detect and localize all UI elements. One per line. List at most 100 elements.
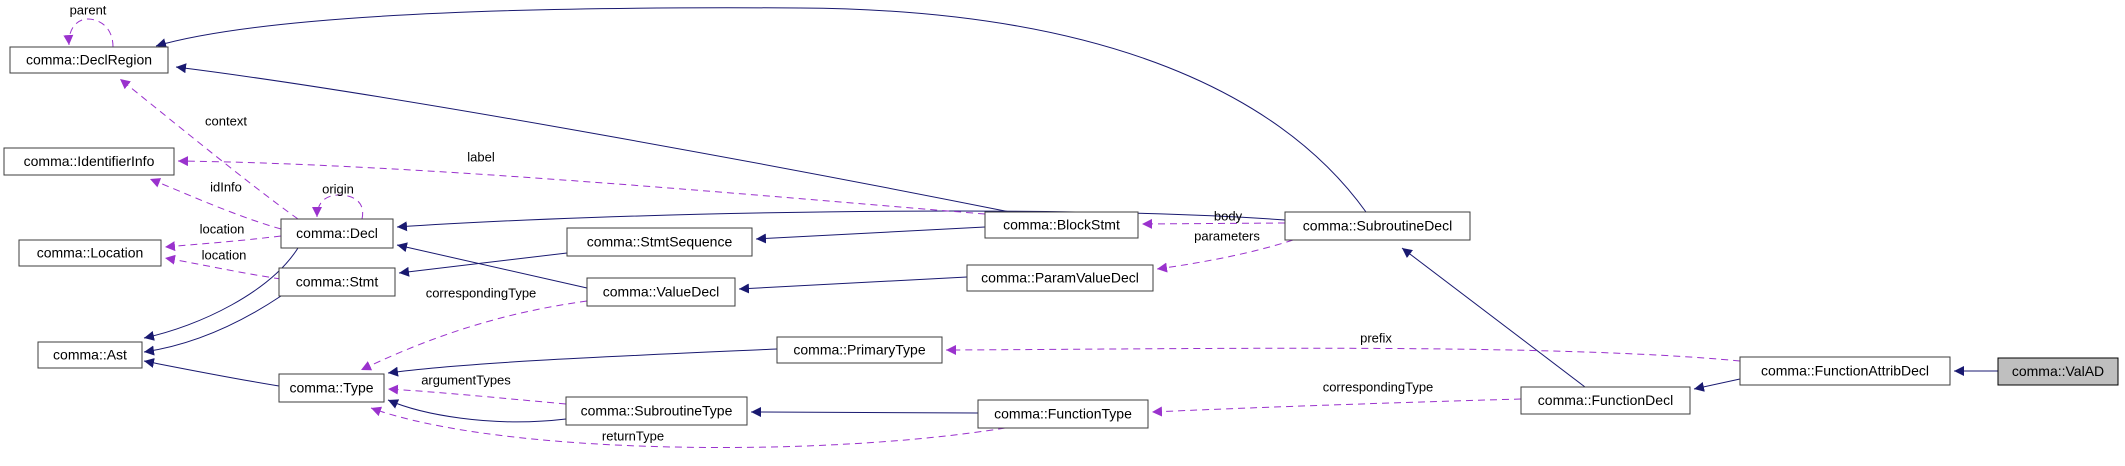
node-subroutinedecl[interactable]: comma::SubroutineDecl (1284, 211, 1471, 241)
node-box-identifierinfo[interactable] (3, 147, 175, 176)
edge-decl-to-ast (143, 247, 299, 341)
node-ast[interactable]: comma::Ast (37, 341, 143, 369)
edge-label-prefix: prefix (1360, 330, 1392, 345)
edge-label-body: body (1214, 208, 1243, 223)
edge-subroutinetype-to-type-argumentTypes (387, 384, 567, 405)
node-box-valad (1997, 357, 2119, 386)
edge-label-label: label (467, 149, 495, 164)
node-declregion[interactable]: comma::DeclRegion (9, 46, 169, 74)
node-box-paramvaluedecl[interactable] (966, 264, 1154, 292)
edge-paramvaluedecl-to-valuedecl (738, 276, 968, 294)
edge-decl-to-location-location (164, 235, 282, 252)
node-box-functionattribdecl[interactable] (1739, 356, 1951, 386)
edge-stmtsequence-to-stmt (398, 252, 568, 277)
edge-blockstmt-to-identifierinfo-label (177, 156, 986, 215)
node-box-decl[interactable] (280, 218, 394, 249)
node-valuedecl[interactable]: comma::ValueDecl (586, 277, 736, 307)
node-type[interactable]: comma::Type (278, 373, 385, 403)
edge-functiondecl-to-functiontype-correspondingType (1151, 398, 1522, 417)
node-label-functionattribdecl: comma::FunctionAttribDecl (1761, 363, 1929, 379)
edge-decl-to-identifierinfo-idInfo (149, 178, 282, 230)
node-primarytype[interactable]: comma::PrimaryType (776, 336, 943, 364)
node-label-primarytype: comma::PrimaryType (793, 342, 925, 358)
node-valad: comma::ValAD (1997, 357, 2119, 386)
node-blockstmt[interactable]: comma::BlockStmt (984, 211, 1139, 239)
node-box-blockstmt[interactable] (984, 211, 1139, 239)
edge-blockstmt-to-stmtsequence (755, 226, 986, 244)
edge-functiontype-to-type-returnType (370, 406, 1006, 449)
edge-functionattribdecl-to-primarytype-prefix (945, 344, 1741, 362)
node-functionattribdecl[interactable]: comma::FunctionAttribDecl (1739, 356, 1951, 386)
node-stmtsequence[interactable]: comma::StmtSequence (566, 227, 753, 257)
edge-label-location: location (200, 221, 245, 236)
edge-primarytype-to-type (387, 348, 778, 377)
node-box-subroutinetype[interactable] (565, 396, 748, 426)
edge-blockstmt-to-declregion (175, 63, 1011, 213)
node-label-location: comma::Location (37, 245, 144, 261)
edge-type-to-ast (143, 358, 280, 387)
node-label-stmt: comma::Stmt (296, 274, 379, 290)
node-functiontype[interactable]: comma::FunctionType (977, 399, 1149, 429)
edge-decl-to-decl-origin (312, 194, 364, 220)
edge-label-argumentTypes: argumentTypes (421, 372, 511, 387)
edge-subroutinedecl-to-declregion (155, 7, 1367, 213)
node-box-functiontype[interactable] (977, 399, 1149, 429)
edge-valuedecl-to-type-correspondingType (360, 300, 588, 371)
edge-valuedecl-to-decl (396, 242, 588, 289)
node-box-subroutinedecl[interactable] (1284, 211, 1471, 241)
edge-label-parent: parent (70, 2, 107, 17)
node-label-blockstmt: comma::BlockStmt (1003, 217, 1120, 233)
edge-label-location: location (202, 247, 247, 262)
nodes-layer: comma::DeclRegioncomma::IdentifierInfoco… (3, 46, 2119, 429)
node-label-valuedecl: comma::ValueDecl (603, 284, 719, 300)
edge-label-context: context (205, 113, 247, 128)
node-label-functiontype: comma::FunctionType (994, 406, 1132, 422)
node-location[interactable]: comma::Location (18, 239, 162, 267)
node-identifierinfo[interactable]: comma::IdentifierInfo (3, 147, 175, 176)
node-label-valad: comma::ValAD (2012, 363, 2104, 379)
edge-labels-layer: parent context idInfo origin label location lo… (70, 2, 1434, 443)
node-label-type: comma::Type (289, 380, 373, 396)
node-label-declregion: comma::DeclRegion (26, 52, 152, 68)
node-paramvaluedecl[interactable]: comma::ParamValueDecl (966, 264, 1154, 292)
edge-label-correspondingType: correspondingType (1323, 379, 1434, 394)
node-label-identifierinfo: comma::IdentifierInfo (24, 153, 155, 169)
edge-decl-to-declregion-context (119, 78, 299, 220)
edge-subroutinedecl-to-decl (396, 210, 1286, 232)
node-label-decl: comma::Decl (296, 225, 378, 241)
node-box-valuedecl[interactable] (586, 277, 736, 307)
node-box-stmt[interactable] (278, 267, 396, 297)
node-box-declregion[interactable] (9, 46, 169, 74)
node-subroutinetype[interactable]: comma::SubroutineType (565, 396, 748, 426)
edge-stmt-to-location-location (164, 254, 282, 280)
edge-subroutinedecl-to-paramvaluedecl-parameters (1156, 239, 1294, 273)
node-box-primarytype[interactable] (776, 336, 943, 364)
edge-functiondecl-to-subroutinedecl (1401, 247, 1586, 388)
node-label-subroutinetype: comma::SubroutineType (581, 403, 733, 419)
node-box-stmtsequence[interactable] (566, 227, 753, 257)
edge-declregion-to-declregion-parent (63, 18, 114, 48)
node-label-ast: comma::Ast (53, 347, 127, 363)
edge-subroutinetype-to-type (387, 399, 567, 423)
edge-label-returnType: returnType (602, 428, 664, 443)
edge-label-parameters: parameters (1194, 228, 1260, 243)
edges-layer (63, 7, 1998, 449)
node-functiondecl[interactable]: comma::FunctionDecl (1520, 386, 1691, 415)
node-box-ast[interactable] (37, 341, 143, 369)
node-label-functiondecl: comma::FunctionDecl (1538, 392, 1673, 408)
edge-label-idInfo: idInfo (210, 179, 242, 194)
node-stmt[interactable]: comma::Stmt (278, 267, 396, 297)
edge-label-origin: origin (322, 181, 354, 196)
node-label-paramvaluedecl: comma::ParamValueDecl (981, 270, 1139, 286)
edge-functiontype-to-subroutinetype (750, 407, 979, 418)
edge-label-correspondingType: correspondingType (426, 285, 537, 300)
edge-stmt-to-ast (143, 295, 282, 356)
node-decl[interactable]: comma::Decl (280, 218, 394, 249)
node-box-functiondecl[interactable] (1520, 386, 1691, 415)
node-box-type[interactable] (278, 373, 385, 403)
node-label-stmtsequence: comma::StmtSequence (587, 234, 733, 250)
node-box-location[interactable] (18, 239, 162, 267)
edge-functionattribdecl-to-functiondecl (1693, 378, 1741, 392)
